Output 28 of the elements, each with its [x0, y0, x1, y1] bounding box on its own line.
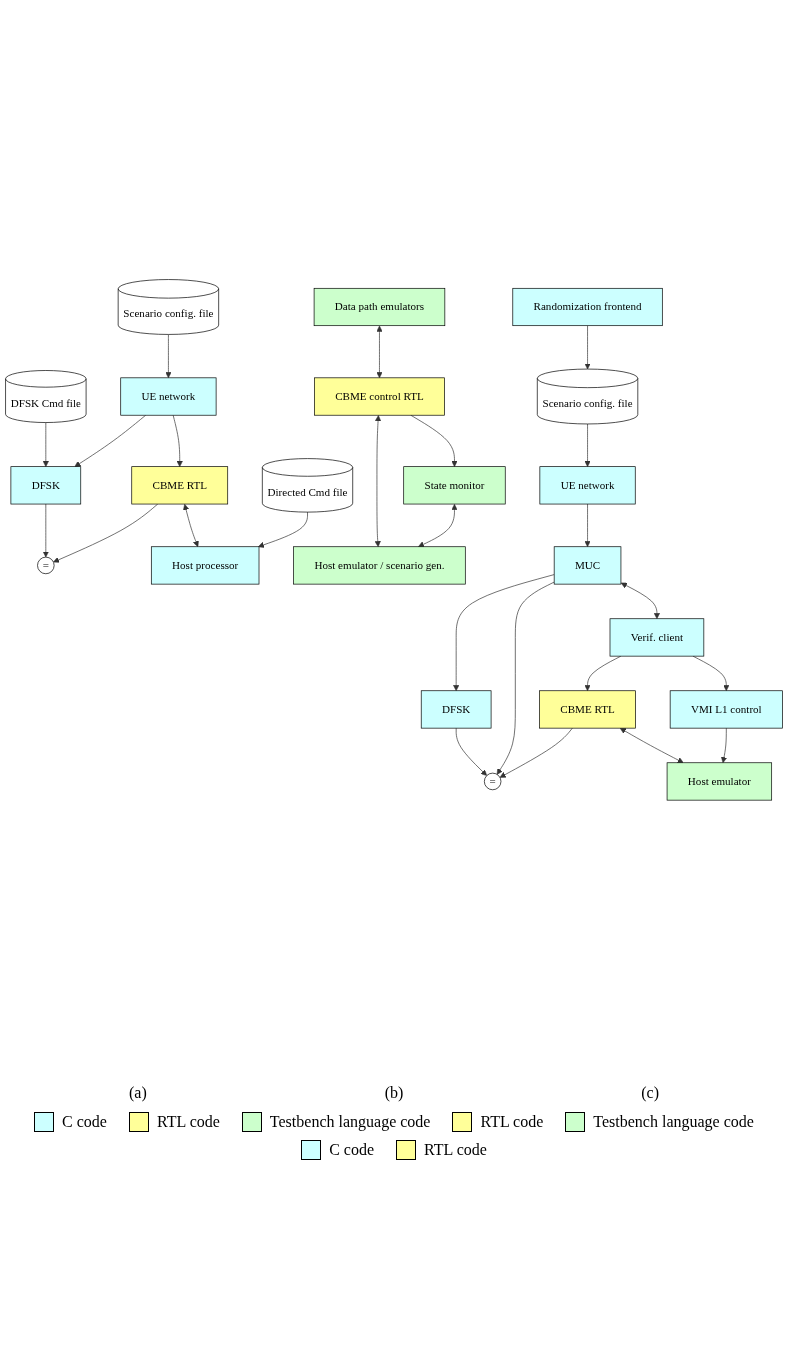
node-box: Data path emulators — [313, 288, 446, 327]
legend-text: RTL code — [156, 1113, 220, 1131]
legend-text: RTL code — [424, 1141, 487, 1159]
node-box: Host emulator / scenario gen. — [293, 546, 466, 585]
node-box: CBME control RTL — [314, 377, 445, 416]
node-box: Host emulator — [666, 762, 773, 801]
panel-label: (b) — [384, 1084, 404, 1102]
legend-text: Testbench language code — [269, 1113, 431, 1131]
node-box: Verif. client — [609, 618, 705, 657]
node-box: State monitor — [403, 466, 506, 505]
panel-label: (a) — [128, 1084, 147, 1102]
node-circle: = — [484, 772, 502, 791]
node-box: Host processor — [150, 546, 260, 585]
legend-text: Testbench language code — [593, 1113, 754, 1131]
node-box: DFSK — [420, 690, 492, 729]
node-box: VMI L1 control — [669, 690, 783, 729]
node-box: DFSK — [10, 466, 82, 505]
legend-text: RTL code — [480, 1113, 544, 1131]
node-box: Randomization frontend — [512, 288, 663, 327]
node-box: CBME RTL — [131, 466, 229, 505]
node-box: UE network — [539, 466, 636, 505]
legend-text: C code — [329, 1141, 374, 1159]
legend-text: C code — [62, 1113, 107, 1131]
node-box: UE network — [120, 377, 217, 416]
node-box: CBME RTL — [539, 690, 636, 729]
node-circle: = — [37, 556, 55, 575]
node-box: MUC — [553, 546, 622, 585]
panel-label: (c) — [641, 1084, 660, 1102]
